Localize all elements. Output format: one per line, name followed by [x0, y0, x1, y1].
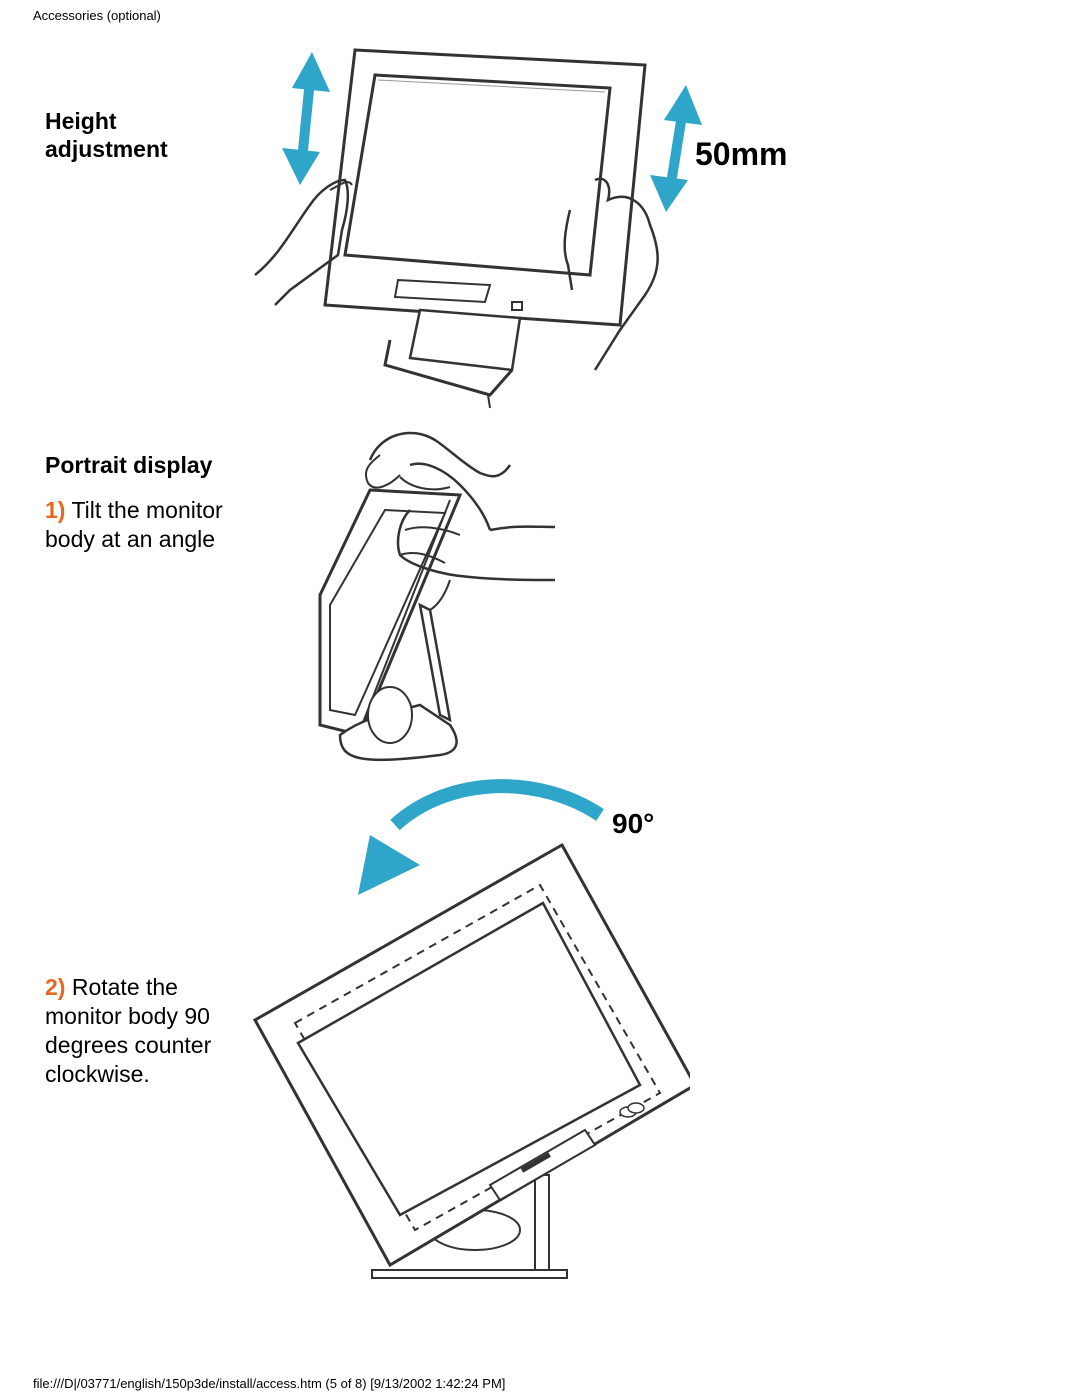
- step-2-line1: Rotate the: [71, 974, 178, 1000]
- page-footer: file:///D|/03771/english/150p3de/install…: [33, 1376, 506, 1391]
- height-adjustment-heading: Height adjustment: [45, 107, 168, 163]
- right-vertical-arrow-icon: [650, 85, 702, 212]
- step-2-text: 2) Rotate the monitor body 90 degrees co…: [45, 973, 211, 1089]
- height-measure-label: 50mm: [695, 136, 788, 172]
- step-1-text: 1) Tilt the monitor body at an angle: [45, 496, 223, 554]
- step-1-line2: body at an angle: [45, 526, 216, 552]
- rotate-monitor-illustration: 90°: [252, 779, 690, 1279]
- rotation-arrow-icon: [358, 779, 604, 895]
- step-1-line1: Tilt the monitor: [71, 497, 223, 523]
- height-heading-line1: Height: [45, 108, 117, 134]
- step-2-line4: clockwise.: [45, 1061, 150, 1087]
- left-vertical-arrow-icon: [282, 52, 330, 185]
- rotation-angle-label: 90°: [612, 808, 654, 839]
- step-1-number: 1): [45, 497, 66, 523]
- height-adjustment-illustration: 50mm: [254, 48, 788, 409]
- step-2-number: 2): [45, 974, 66, 1000]
- page-header-title: Accessories (optional): [33, 8, 161, 23]
- step-2-line2: monitor body 90: [45, 1003, 210, 1029]
- tilt-monitor-illustration: [318, 431, 556, 762]
- height-heading-line2: adjustment: [45, 136, 168, 162]
- portrait-display-heading: Portrait display: [45, 452, 213, 478]
- step-2-line3: degrees counter: [45, 1032, 212, 1058]
